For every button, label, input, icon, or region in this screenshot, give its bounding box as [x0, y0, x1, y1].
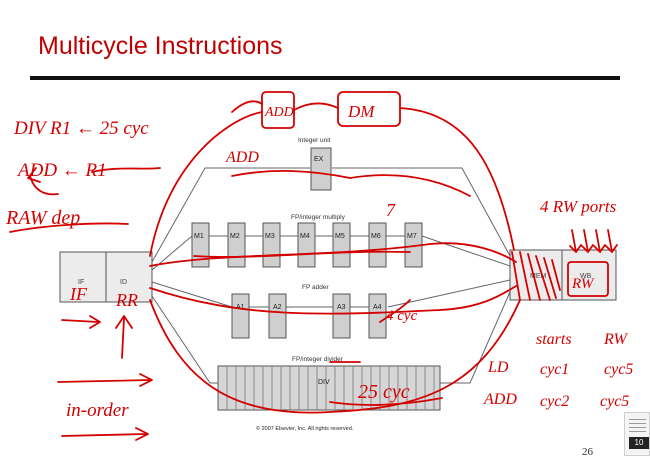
adder-stages: A1 A2 A3 A4: [231, 293, 387, 339]
note-25-cyc: 25 cyc: [358, 381, 410, 403]
table-row-start: cyc1: [540, 361, 569, 378]
stage-a4: A4: [373, 304, 382, 311]
table-row-start: cyc2: [540, 393, 569, 410]
stage-m1: M1: [194, 233, 204, 240]
note-rw-ports: 4 RW ports: [540, 197, 617, 216]
stage-m2: M2: [230, 233, 240, 240]
note-raw-dep: RAW dep: [5, 207, 80, 229]
copyright-notice: © 2007 Elsevier, Inc. All rights reserve…: [256, 425, 354, 432]
stage-m4: M4: [300, 233, 310, 240]
table-row-instr: ADD: [483, 391, 517, 408]
wb-label: WB: [580, 273, 592, 280]
note-in-order: in-order: [66, 400, 129, 421]
timing-table: starts RW LD cyc1 cyc5 ADD cyc2 cyc5: [483, 331, 633, 410]
stage-m3: M3: [265, 233, 275, 240]
annotation-strokes: [9, 91, 618, 441]
multiply-stages: M1 M2 M3 M4 M5 M6 M7: [191, 222, 423, 268]
annotation-text: DIV R1 ← 25 cyc ADD ← R1 RAW dep ADD DM …: [5, 102, 633, 421]
if-label: IF: [78, 279, 84, 286]
stage-m7: M7: [407, 233, 417, 240]
page-number: 26: [582, 446, 593, 458]
table-row-rw: cyc5: [604, 361, 633, 378]
note-add-path: ADD: [225, 149, 259, 166]
divider-label: FP/integer divider: [292, 356, 344, 363]
table-row-instr: LD: [487, 359, 509, 376]
table-header-starts: starts: [536, 331, 572, 348]
note-add-box: ADD: [264, 105, 294, 120]
table-header-rw: RW: [603, 331, 628, 348]
pipeline-figure: IF ID Integer unit EX: [59, 137, 617, 432]
integer-unit-label: Integer unit: [298, 137, 331, 144]
note-rw-box: RW: [571, 276, 595, 292]
note-add-r1: ADD ← R1: [16, 160, 107, 181]
note-rr: RR: [115, 290, 138, 310]
slide-title: Multicycle Instructions: [38, 32, 283, 60]
thumbnail-badge: 10: [629, 437, 649, 449]
divider-stage-lines: [226, 366, 435, 410]
fp-multiply-label: FP/integer multiply: [291, 214, 346, 221]
fp-adder-label: FP adder: [302, 284, 329, 291]
stage-a1: A1: [236, 304, 245, 311]
title-rule: [30, 76, 620, 80]
stage-m6: M6: [371, 233, 381, 240]
stage-a2: A2: [273, 304, 282, 311]
stage-a3: A3: [337, 304, 346, 311]
ex-stage: [310, 147, 332, 191]
ex-label: EX: [314, 156, 324, 163]
stage-m5: M5: [335, 233, 345, 240]
slide-thumbnail[interactable]: 10: [624, 412, 650, 456]
div-label: DIV: [318, 379, 330, 386]
note-if: IF: [69, 284, 88, 304]
table-row-rw: cyc5: [600, 393, 629, 410]
note-div-r1: DIV R1 ← 25 cyc: [13, 118, 149, 139]
note-four-cyc: 4 cyc: [386, 308, 418, 324]
mem-label: MEM: [530, 273, 547, 280]
id-label: ID: [120, 279, 127, 286]
note-dm-box: DM: [347, 102, 375, 121]
note-seven: 7: [386, 200, 396, 220]
mem-wb-block: [509, 249, 617, 301]
